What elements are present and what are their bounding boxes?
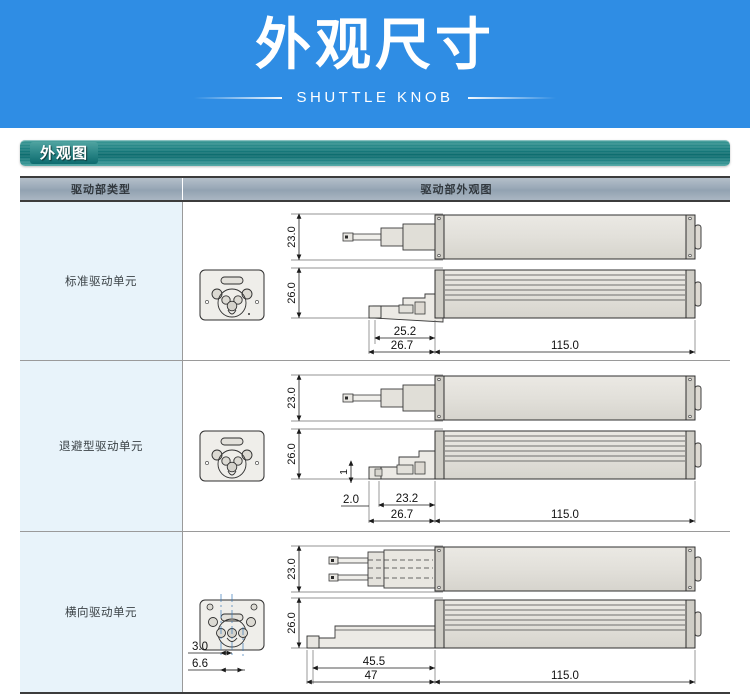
svg-text:2.0: 2.0 (343, 494, 359, 506)
svg-text:26.0: 26.0 (286, 612, 298, 633)
svg-text:25.2: 25.2 (394, 326, 416, 338)
technical-drawing-transverse: 23.0 (183, 532, 730, 692)
svg-text:23.0: 23.0 (286, 387, 298, 408)
svg-text:1: 1 (338, 469, 350, 475)
svg-text:23.2: 23.2 (396, 493, 418, 505)
svg-text:45.5: 45.5 (363, 656, 385, 668)
svg-text:23.0: 23.0 (286, 558, 298, 579)
row-type-label: 退避型驱动单元 (20, 361, 183, 531)
svg-text:26.7: 26.7 (391, 509, 413, 521)
svg-text:6.6: 6.6 (192, 658, 208, 670)
table-header-row: 驱动部类型 驱动部外观图 (20, 178, 730, 202)
table-row: 横向驱动单元 23.0 (20, 532, 730, 692)
row-drawing-cell: 23.0 (183, 361, 730, 531)
banner-rule-left (194, 96, 283, 99)
banner-subtitle: SHUTTLE KNOB (296, 89, 454, 106)
row-drawing-cell: 23.0 (183, 202, 730, 360)
section-header-title: 外观图 (30, 142, 99, 164)
table-row: 退避型驱动单元 23.0 (20, 361, 730, 532)
svg-text:23.0: 23.0 (286, 226, 298, 247)
section-header-bar (20, 140, 730, 166)
technical-drawing-retract: 23.0 (183, 361, 730, 531)
svg-text:115.0: 115.0 (551, 509, 579, 521)
banner-subtitle-group: SHUTTLE KNOB (0, 89, 750, 106)
table-row: 标准驱动单元 (20, 202, 730, 361)
page-banner: 外观尺寸 SHUTTLE KNOB (0, 0, 750, 128)
svg-text:26.0: 26.0 (286, 282, 298, 303)
section-header: 外观图 (20, 140, 730, 168)
row-type-label: 标准驱动单元 (20, 202, 183, 360)
column-header-type: 驱动部类型 (20, 178, 183, 200)
svg-text:47: 47 (365, 670, 378, 682)
svg-text:3.0: 3.0 (192, 641, 208, 653)
banner-rule-right (467, 96, 556, 99)
row-type-label: 横向驱动单元 (20, 532, 183, 692)
dimension-table: 驱动部类型 驱动部外观图 标准驱动单元 (20, 176, 730, 694)
banner-title: 外观尺寸 (255, 13, 495, 78)
svg-text:26.0: 26.0 (286, 443, 298, 464)
column-header-drawing: 驱动部外观图 (420, 183, 493, 196)
technical-drawing-standard: 23.0 (183, 202, 730, 360)
svg-text:26.7: 26.7 (391, 340, 413, 352)
svg-text:115.0: 115.0 (551, 670, 579, 682)
svg-text:115.0: 115.0 (551, 340, 579, 352)
row-drawing-cell: 23.0 (183, 532, 730, 692)
